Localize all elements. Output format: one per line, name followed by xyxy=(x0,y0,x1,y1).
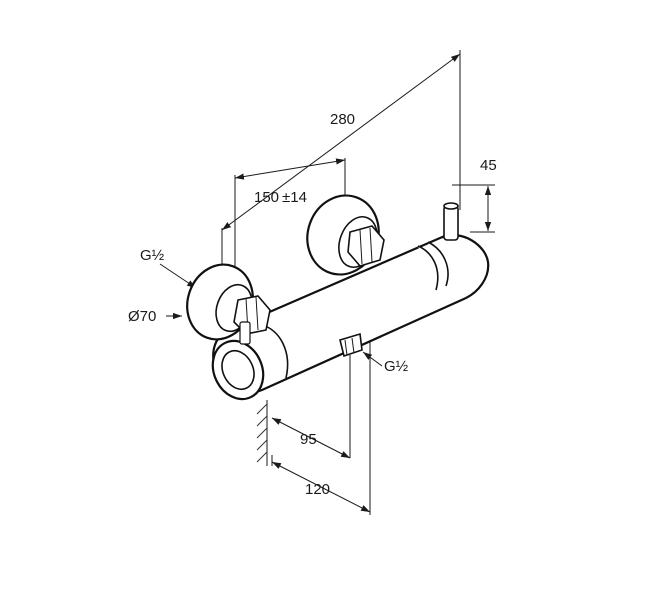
wall-rosette-left xyxy=(186,263,271,345)
dimension-150: 150 ±14 xyxy=(234,158,346,206)
dim-95-label: 95 xyxy=(300,431,317,448)
mixer-body xyxy=(211,234,490,401)
wall-hatch xyxy=(256,400,268,466)
label-rosette-diameter: Ø70 xyxy=(128,308,182,325)
bottom-outlet xyxy=(339,332,363,358)
dimension-45: 45 xyxy=(480,157,497,231)
label-inlet-thread: G½ xyxy=(140,247,197,289)
temperature-handle-pin xyxy=(443,202,459,241)
label-outlet-thread: G½ xyxy=(362,351,409,375)
dim-150-label: 150 xyxy=(254,189,279,206)
wall-rosette-right xyxy=(306,194,385,276)
dimension-120: 120 xyxy=(271,461,371,513)
outlet-thread-label: G½ xyxy=(384,358,409,375)
dim-45-label: 45 xyxy=(480,157,497,174)
dimension-95: 95 xyxy=(271,417,351,459)
dim-120-label: 120 xyxy=(305,481,330,498)
rosette-diameter-label: Ø70 xyxy=(128,308,156,325)
dim-280-label: 280 xyxy=(330,111,355,128)
inlet-thread-label: G½ xyxy=(140,247,165,264)
dimension-280: 280 xyxy=(221,53,461,231)
dim-150-tolerance: ±14 xyxy=(282,189,307,206)
